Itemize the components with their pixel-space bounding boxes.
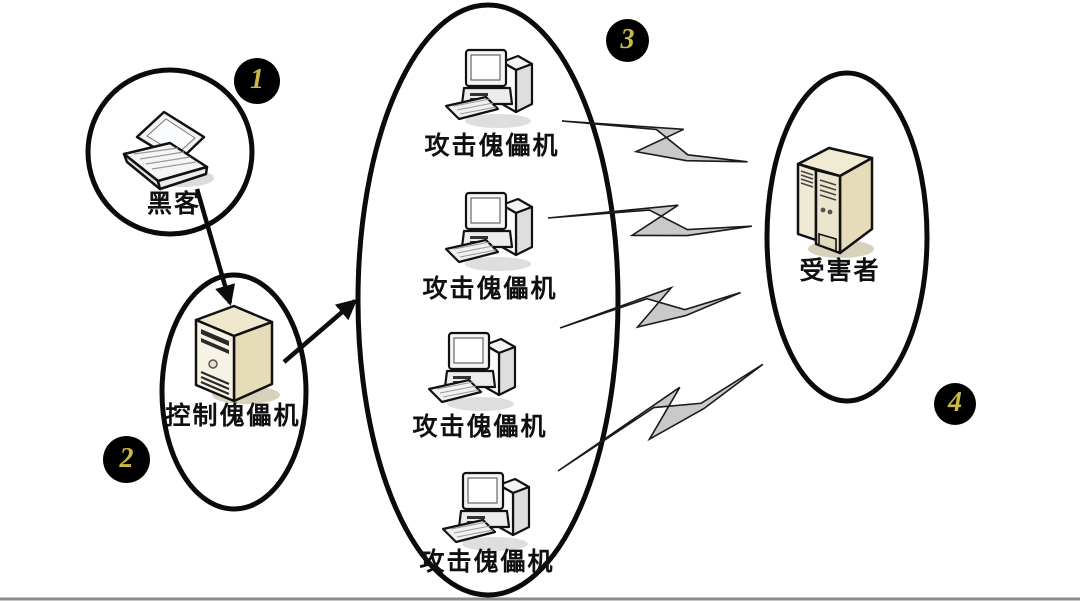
step-badge-2: 2 xyxy=(103,436,150,483)
laptop-icon xyxy=(122,110,214,191)
hacker-label: 黑客 xyxy=(146,190,202,218)
desktop-computer-icon xyxy=(441,471,531,551)
tower-server-icon xyxy=(194,304,280,404)
zombie-label: 攻击傀儡机 xyxy=(422,275,558,303)
zombie-label: 攻击傀儡机 xyxy=(412,413,548,441)
desktop-computer-icon xyxy=(444,191,534,271)
hacker-circle xyxy=(85,67,255,237)
lightning-bolt-icon xyxy=(550,348,770,483)
controller-to-botnet-arrow xyxy=(282,298,358,364)
step-badge-4: 4 xyxy=(934,383,976,425)
controller-ellipse xyxy=(159,272,309,512)
lightning-bolt-icon xyxy=(547,200,752,240)
rack-server-icon xyxy=(796,146,874,258)
desktop-computer-icon xyxy=(427,331,517,411)
victim-ellipse xyxy=(764,70,930,404)
lightning-bolt-icon xyxy=(559,103,751,175)
hacker-to-controller-arrow xyxy=(194,188,236,306)
zombie-label: 攻击傀儡机 xyxy=(419,548,555,576)
attack-lightning-bolts xyxy=(547,103,769,483)
step-badge-3: 3 xyxy=(606,19,649,62)
controller-label: 控制傀儡机 xyxy=(165,402,301,430)
step-badge-1: 1 xyxy=(234,58,280,104)
desktop-computer-icon xyxy=(444,48,534,128)
victim-label: 受害者 xyxy=(799,257,881,285)
lightning-bolt-icon xyxy=(557,275,744,342)
zombie-label: 攻击傀儡机 xyxy=(424,132,560,160)
botnet-ellipse xyxy=(355,2,621,598)
